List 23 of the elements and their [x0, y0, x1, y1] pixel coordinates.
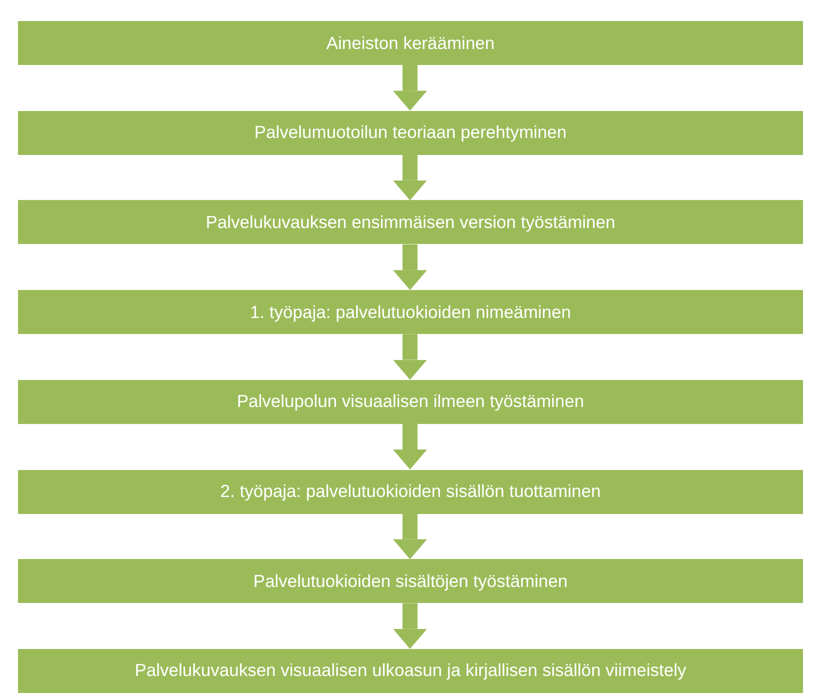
step-label: Palvelukuvauksen visuaalisen ulkoasun ja kirjallisen sisällön viimeistely	[134, 660, 686, 682]
down-arrow	[393, 334, 427, 380]
step-label: Aineiston kerääminen	[326, 32, 495, 54]
down-arrow	[393, 244, 427, 290]
step-label: Palvelupolun visuaalisen ilmeen työstäminen	[236, 391, 584, 412]
step-label: Palvelutuokioiden sisältöjen työstäminen	[253, 570, 568, 592]
process-bar	[18, 200, 803, 244]
process-bar	[18, 559, 803, 604]
down-arrow	[393, 514, 427, 560]
process-bar	[18, 290, 803, 334]
step-label: 2. työpaja: palvelutuokioiden sisällön tuottaminen	[220, 481, 601, 502]
step-label: 1. työpaja: palvelutuokioiden nimeäminen	[250, 302, 572, 323]
step-label: Palvelukuvauksen ensimmäisen version työstäminen	[206, 212, 616, 233]
process-bar	[18, 21, 803, 65]
process-bar	[18, 648, 803, 693]
down-arrow	[393, 154, 427, 200]
process-bar	[18, 110, 803, 155]
process-bar	[18, 380, 803, 424]
down-arrow	[393, 424, 427, 470]
down-arrow	[393, 603, 427, 649]
process-bar	[18, 470, 803, 514]
step-label: Palvelumuotoilun teoriaan perehtyminen	[254, 122, 567, 144]
down-arrow	[393, 65, 427, 111]
